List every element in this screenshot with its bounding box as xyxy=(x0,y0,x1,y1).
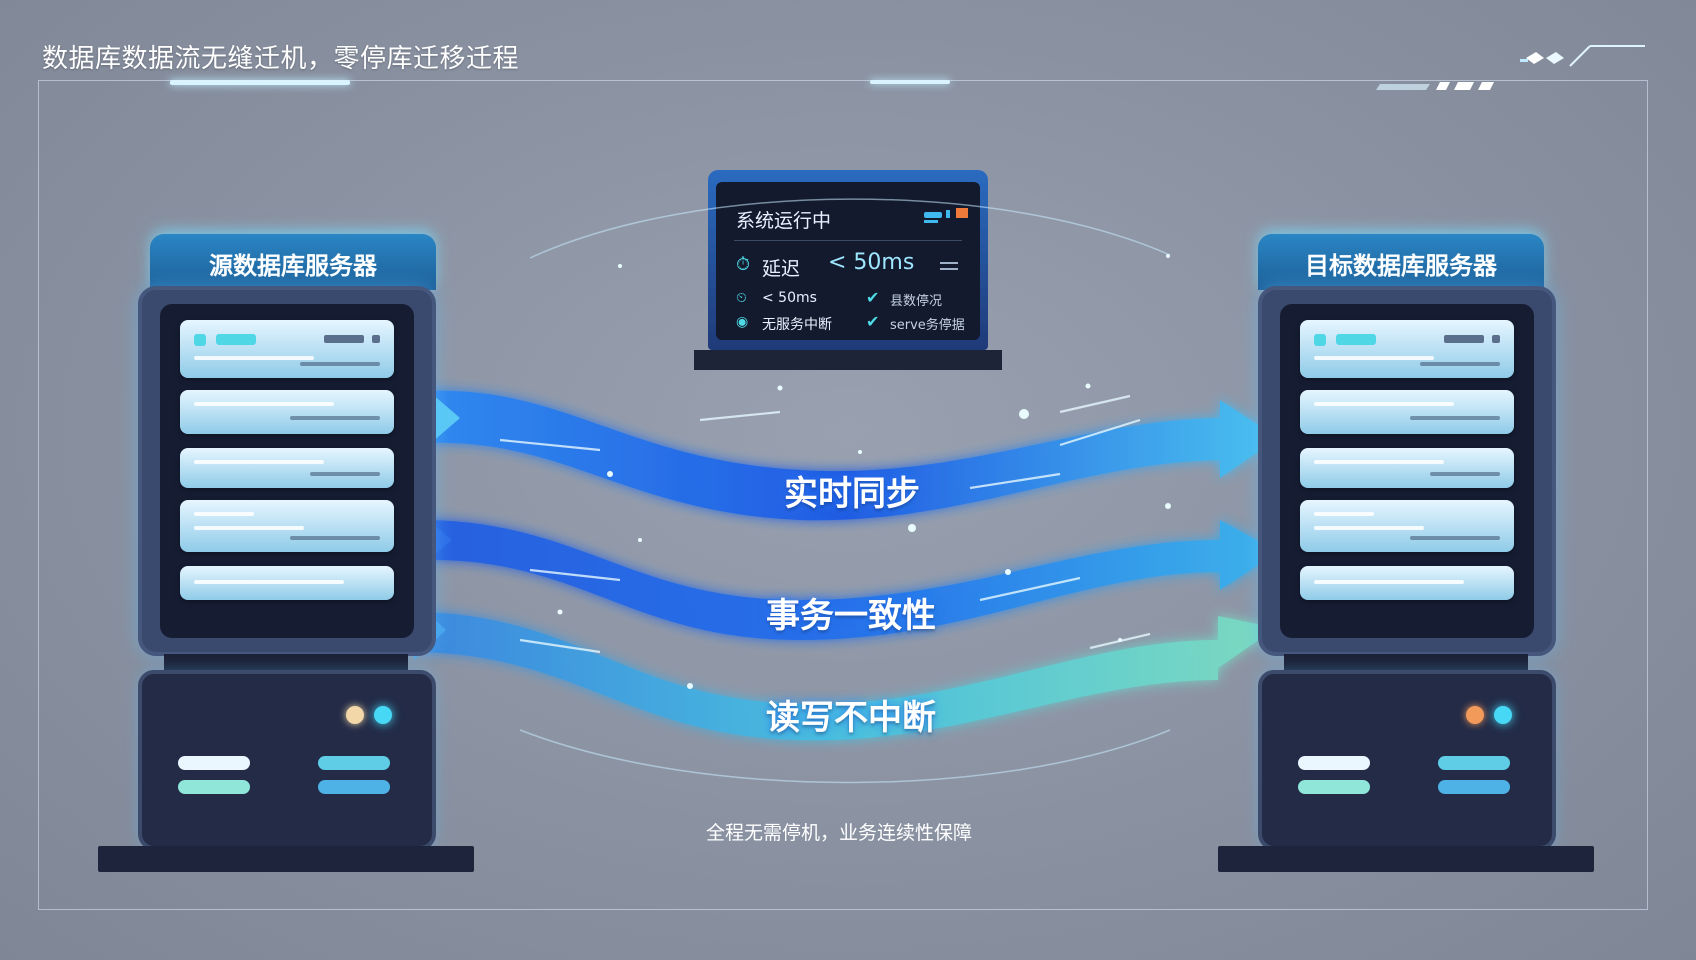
flow-label-transaction: 事务一致性 xyxy=(766,596,936,636)
rack-unit xyxy=(180,390,394,434)
drive-slot xyxy=(1298,756,1370,770)
status-row-2-right: serve务停据 xyxy=(890,318,965,333)
source-server-header: 源数据库服务器 xyxy=(150,234,436,290)
drive-slot xyxy=(1438,780,1510,794)
latency-value: < 50ms xyxy=(828,250,915,275)
monitor-stand xyxy=(694,350,1002,370)
hud-accent-bar xyxy=(870,80,950,84)
drive-slot xyxy=(1438,756,1510,770)
rack-unit xyxy=(180,448,394,488)
target-server-header: 目标数据库服务器 xyxy=(1258,234,1544,290)
source-server-label: 源数据库服务器 xyxy=(209,252,377,280)
rack-unit xyxy=(1300,390,1514,434)
rack-unit xyxy=(180,320,394,378)
server-screen xyxy=(160,304,414,638)
rack-unit xyxy=(1300,500,1514,552)
server-base xyxy=(1258,670,1556,850)
hud-accent-bar xyxy=(170,80,350,85)
equals-icon xyxy=(940,268,958,270)
flow-arrow-sync xyxy=(410,390,1278,521)
indicator-icon xyxy=(946,210,950,218)
divider xyxy=(734,240,962,241)
status-led-icon xyxy=(374,706,392,724)
orbit-arc xyxy=(519,729,1171,784)
drive-slot xyxy=(178,756,250,770)
status-led-icon xyxy=(1466,706,1484,724)
hud-corner-decoration xyxy=(1376,45,1645,90)
equals-icon xyxy=(940,262,958,264)
timer-icon: ⏱ xyxy=(736,254,751,275)
status-monitor: 系统运行中 ⏱ 延迟 < 50ms ⏲ < 50ms ✔ 县数停况 ◉ 无服务中… xyxy=(694,170,1002,370)
clock-icon: ◉ xyxy=(736,314,749,330)
flow-label-readwrite: 读写不中断 xyxy=(766,698,936,738)
hud-frame xyxy=(38,80,1648,910)
server-screen xyxy=(1280,304,1534,638)
drive-slot xyxy=(1298,780,1370,794)
indicator-icon xyxy=(924,220,938,223)
rack-unit xyxy=(180,566,394,600)
rack-unit xyxy=(1300,448,1514,488)
status-row-1-right: 县数停况 xyxy=(890,294,943,309)
drive-slot xyxy=(178,780,250,794)
status-row-1-left: < 50ms xyxy=(762,290,817,306)
latency-label: 延迟 xyxy=(762,258,801,280)
monitor-title: 系统运行中 xyxy=(736,210,832,232)
server-foot xyxy=(1218,846,1594,872)
drive-slot xyxy=(318,780,390,794)
status-led-icon xyxy=(346,706,364,724)
status-led-icon xyxy=(1494,706,1512,724)
status-row-2-left: 无服务中断 xyxy=(762,317,832,333)
flow-label-sync: 实时同步 xyxy=(784,474,920,514)
timer-icon: ⏲ xyxy=(736,290,747,306)
flow-arrow-readwrite xyxy=(420,612,1276,741)
checkmark-icon: ✔ xyxy=(866,288,880,307)
drive-slot xyxy=(318,756,390,770)
footer-caption: 全程无需停机，业务连续性保障 xyxy=(706,822,973,844)
orbit-arc xyxy=(529,198,1171,259)
rack-unit xyxy=(180,500,394,552)
alert-indicator-icon xyxy=(956,208,968,218)
checkmark-icon: ✔ xyxy=(866,312,880,331)
server-cabinet xyxy=(1258,286,1556,656)
flow-arrow-transaction xyxy=(420,520,1278,640)
monitor-screen: 系统运行中 ⏱ 延迟 < 50ms ⏲ < 50ms ✔ 县数停况 ◉ 无服务中… xyxy=(716,182,980,340)
server-neck xyxy=(1284,654,1528,674)
server-foot xyxy=(98,846,474,872)
indicator-icon xyxy=(924,212,942,218)
server-base xyxy=(138,670,436,850)
sparkle-particles xyxy=(557,254,1171,689)
page-title: 数据库数据流无缝迁机，零停库迁移迁程 xyxy=(42,44,520,74)
motion-streaks xyxy=(499,394,1151,654)
server-cabinet xyxy=(138,286,436,656)
rack-unit xyxy=(1300,320,1514,378)
target-server-label: 目标数据库服务器 xyxy=(1305,252,1497,280)
rack-unit xyxy=(1300,566,1514,600)
server-neck xyxy=(164,654,408,674)
